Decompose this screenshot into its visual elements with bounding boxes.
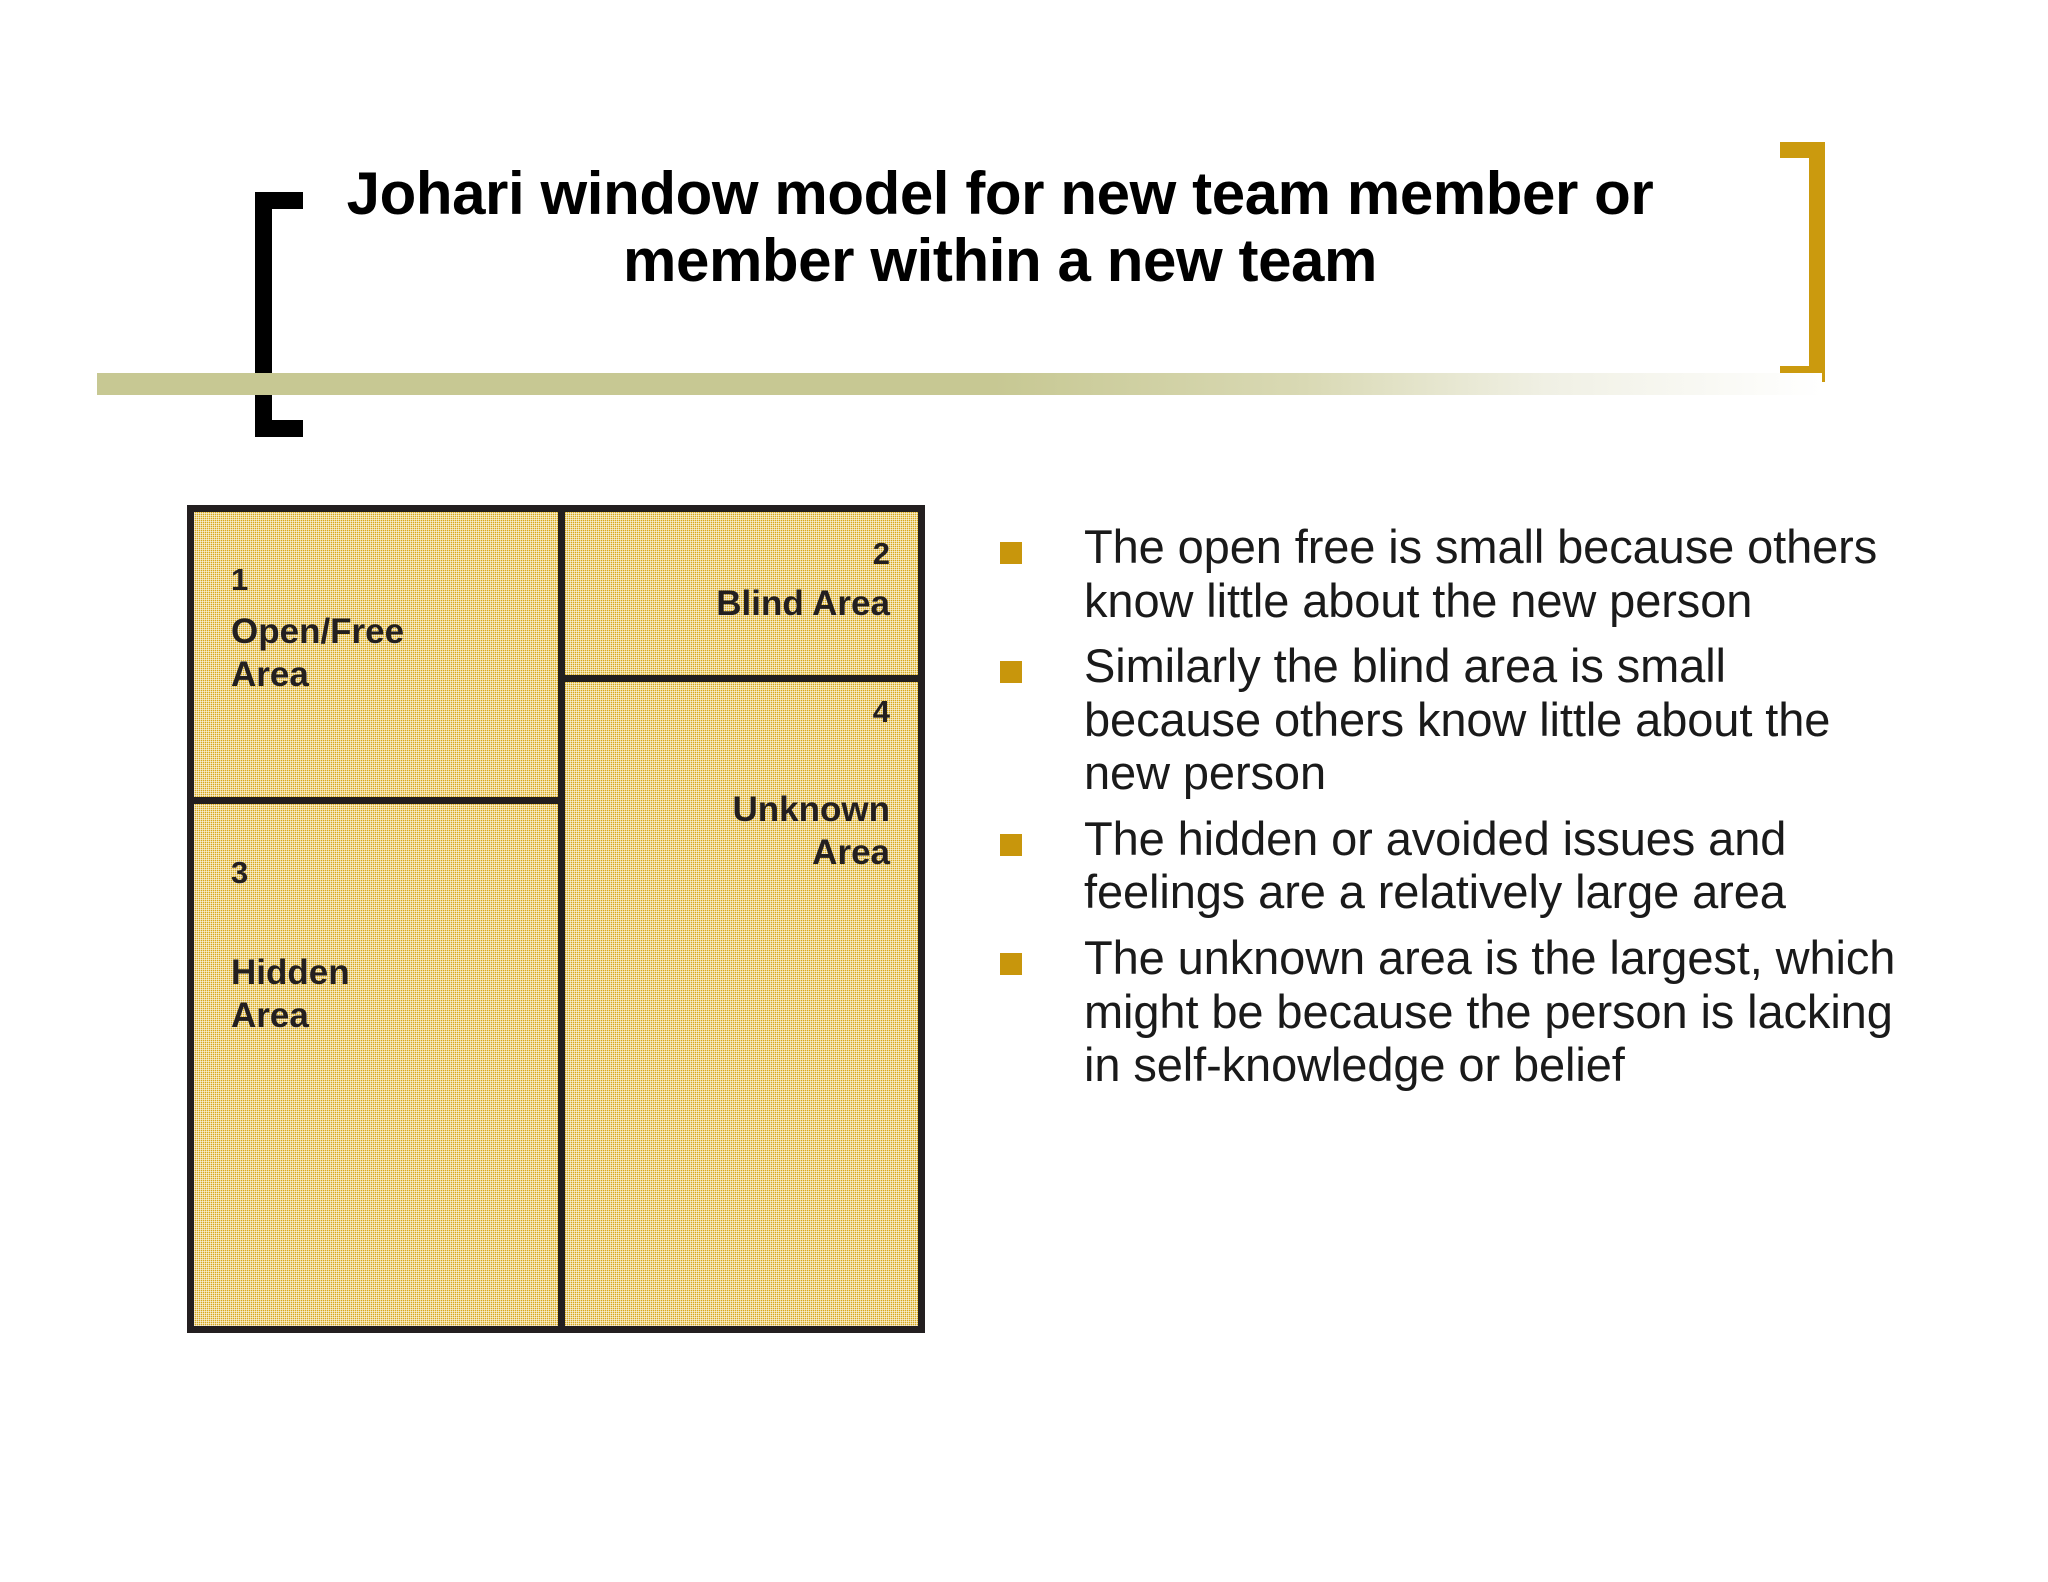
quadrant-number: 3 [231,855,249,890]
title-area: Johari window model for new team member … [300,160,1700,294]
right-bracket-icon [1780,142,1825,382]
horizontal-rule-divider [97,373,1822,395]
johari-window-diagram: 1 Open/Free Area 2 Blind Area 3 Hidden A… [187,505,925,1333]
square-bullet-icon [1000,661,1022,684]
quadrant-open-free-area[interactable]: 1 Open/Free Area [194,512,565,804]
quadrant-blind-area[interactable]: 2 Blind Area [565,512,925,682]
quadrant-unknown-area[interactable]: 4 Unknown Area [565,682,925,1333]
quadrant-hidden-area[interactable]: 3 Hidden Area [194,804,565,1333]
page-title: Johari window model for new team member … [346,160,1654,295]
square-bullet-icon [1000,833,1022,856]
left-bracket-icon [255,192,303,437]
quadrant-label: Hidden Area [231,953,350,1035]
list-item: The unknown area is the largest, which m… [1000,931,1900,1092]
quadrant-number: 1 [231,562,249,597]
list-item: The open free is small because others kn… [1000,520,1900,627]
square-bullet-icon [1000,953,1022,976]
quadrant-label: Blind Area [716,584,890,623]
quadrant-label: Open/Free Area [231,612,405,694]
bullet-list: The open free is small because others kn… [1000,520,1900,1104]
list-item-text: The open free is small because others kn… [1084,520,1878,627]
quadrant-label: Unknown Area [732,790,890,872]
list-item: Similarly the blind area is small becaus… [1000,639,1900,800]
quadrant-number: 4 [872,694,890,729]
list-item: The hidden or avoided issues and feeling… [1000,812,1900,919]
list-item-text: The unknown area is the largest, which m… [1084,931,1896,1092]
square-bullet-icon [1000,542,1022,564]
list-item-text: The hidden or avoided issues and feeling… [1084,811,1787,919]
list-item-text: Similarly the blind area is small becaus… [1084,639,1831,800]
quadrant-number: 2 [872,536,890,571]
